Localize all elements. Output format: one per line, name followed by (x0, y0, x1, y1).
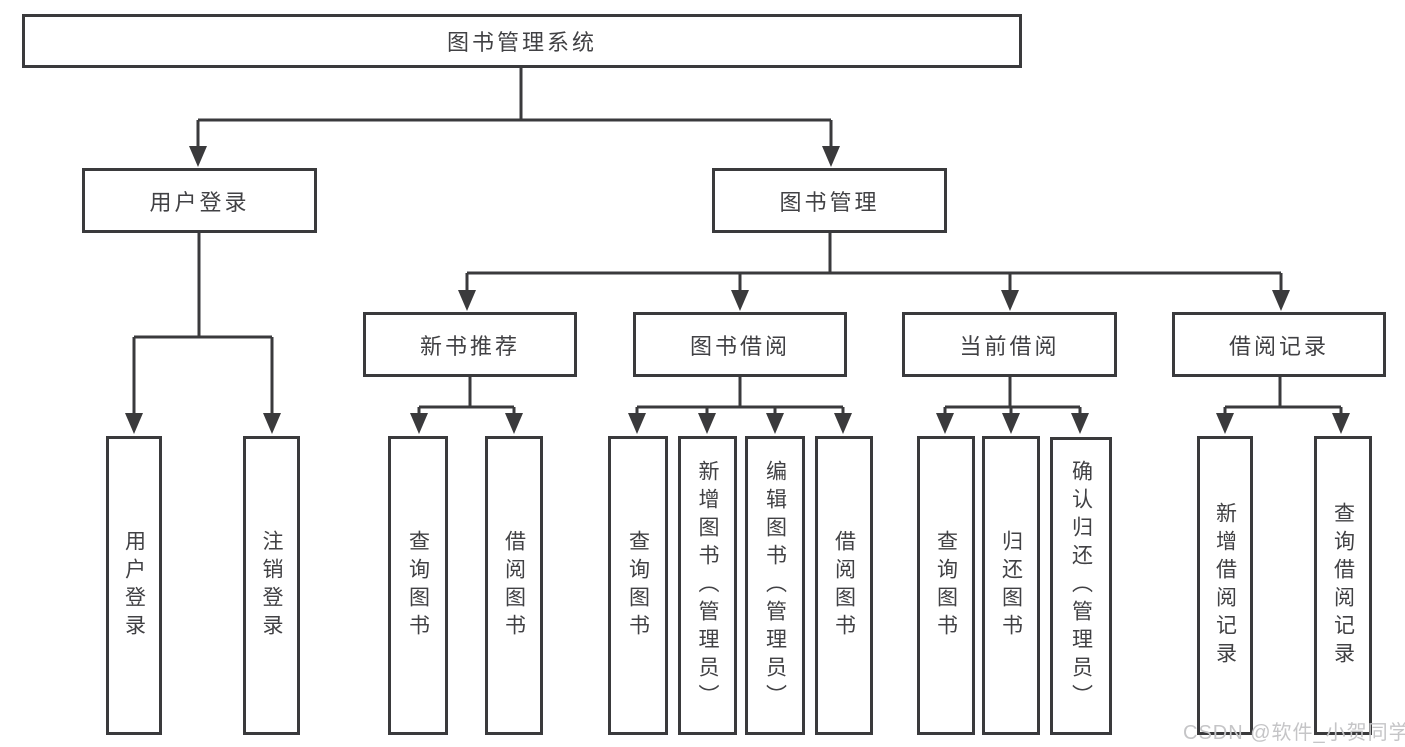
leaf-edit-books-admin: 编辑图书（管理员） (745, 436, 805, 735)
arrowheads (125, 146, 1350, 434)
leaf-add-books-admin: 新增图书（管理员） (678, 436, 737, 735)
leaf-borrow-books: 借阅图书 (815, 436, 873, 735)
watermark: CSDN @软件_小贺同学 (1183, 722, 1405, 744)
node-user-login: 用户登录 (82, 168, 317, 233)
leaf-user-login: 用户登录 (106, 436, 162, 735)
node-book-borrow: 图书借阅 (633, 312, 847, 377)
node-book-management: 图书管理 (712, 168, 947, 233)
node-current-borrow: 当前借阅 (902, 312, 1117, 377)
node-borrow-records: 借阅记录 (1172, 312, 1386, 377)
leaf-confirm-return-admin: 确认归还（管理员） (1050, 437, 1112, 735)
leaf-logout-login: 注销登录 (243, 436, 300, 735)
leaf-add-borrow-record: 新增借阅记录 (1197, 436, 1253, 735)
leaf-query-books-borrow: 查询图书 (608, 436, 668, 735)
node-new-book-recommend: 新书推荐 (363, 312, 577, 377)
node-root: 图书管理系统 (22, 14, 1022, 68)
leaf-query-borrow-record: 查询借阅记录 (1314, 436, 1372, 735)
leaf-query-books-recommend: 查询图书 (388, 436, 448, 735)
leaf-query-books-current: 查询图书 (917, 436, 975, 735)
leaf-return-books: 归还图书 (982, 436, 1040, 735)
leaf-borrow-books-recommend: 借阅图书 (485, 436, 543, 735)
